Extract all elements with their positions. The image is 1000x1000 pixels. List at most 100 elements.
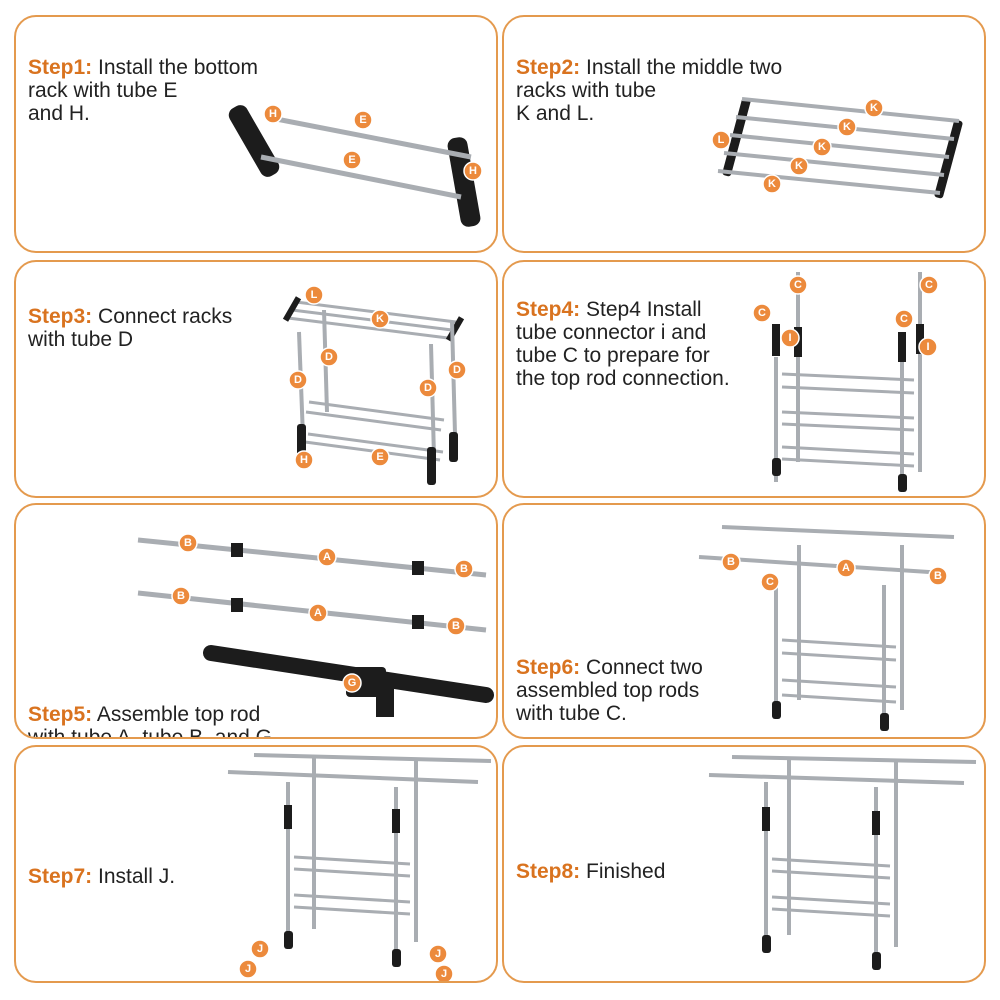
badge-E: E	[370, 447, 390, 467]
step-8-label: Step8:	[516, 860, 581, 883]
step-4-label: Step4:	[516, 298, 581, 321]
svg-text:D: D	[294, 374, 302, 386]
badge-B: B	[721, 552, 741, 572]
svg-text:H: H	[300, 454, 308, 466]
svg-text:B: B	[460, 563, 468, 575]
step-8-caption: Step8: Finished	[516, 837, 716, 883]
svg-text:L: L	[311, 289, 318, 301]
svg-text:C: C	[925, 279, 933, 291]
badge-J: J	[434, 964, 454, 981]
svg-text:J: J	[441, 968, 447, 980]
badge-A: A	[836, 558, 856, 578]
step-3-caption: Step3: Connect racks with tube D	[28, 282, 288, 351]
svg-text:K: K	[818, 141, 826, 153]
connect-top-rods-illustration: B A B C	[698, 525, 955, 731]
svg-text:K: K	[843, 121, 851, 133]
svg-text:C: C	[758, 307, 766, 319]
badge-K: K	[864, 98, 884, 118]
tube-connector-illustration: C C C C I I	[752, 272, 939, 492]
badge-J: J	[238, 959, 258, 979]
svg-text:J: J	[257, 943, 263, 955]
svg-text:I: I	[926, 341, 929, 353]
badge-H: H	[294, 450, 314, 470]
badge-K: K	[370, 309, 390, 329]
svg-text:K: K	[870, 102, 878, 114]
step-5-label: Step5:	[28, 703, 93, 726]
badge-B: B	[454, 559, 474, 579]
badge-D: D	[288, 370, 308, 390]
badge-A: A	[308, 603, 328, 623]
svg-text:E: E	[348, 154, 355, 166]
step-6-panel: Step6: Connect two assembled top rods wi…	[502, 503, 986, 739]
svg-text:D: D	[325, 351, 333, 363]
step-8-text: Finished	[580, 860, 666, 883]
badge-H: H	[463, 161, 483, 181]
badge-K: K	[762, 174, 782, 194]
badge-B: B	[171, 586, 191, 606]
step-8-panel: Step8: Finished	[502, 745, 986, 983]
svg-text:B: B	[184, 537, 192, 549]
svg-text:J: J	[245, 963, 251, 975]
bottom-rack-illustration: H E E H	[228, 104, 483, 227]
badge-C: C	[894, 309, 914, 329]
svg-text:B: B	[177, 590, 185, 602]
step-1-text: Install the bottom rack with tube E and …	[28, 56, 258, 125]
svg-text:E: E	[359, 114, 366, 126]
step-2-label: Step2:	[516, 56, 581, 79]
badge-C: C	[919, 275, 939, 295]
badge-A: A	[317, 547, 337, 567]
badge-L: L	[304, 285, 324, 305]
svg-text:A: A	[314, 607, 322, 619]
svg-text:L: L	[718, 134, 725, 146]
svg-text:C: C	[766, 576, 774, 588]
install-j-illustration: J J J J	[227, 753, 492, 981]
step-7-text: Install J.	[92, 865, 176, 888]
svg-text:D: D	[453, 364, 461, 376]
step-2-panel: Step2: Install the middle two racks with…	[502, 15, 986, 253]
svg-text:A: A	[842, 562, 850, 574]
step-4-text: Step4 Install tube connector i and tube …	[516, 298, 730, 390]
badge-B: B	[446, 616, 466, 636]
step-3-text: Connect racks with tube D	[28, 305, 233, 351]
svg-text:B: B	[934, 570, 942, 582]
svg-text:K: K	[795, 160, 803, 172]
svg-text:E: E	[376, 451, 383, 463]
svg-text:K: K	[376, 313, 384, 325]
svg-text:B: B	[452, 620, 460, 632]
step-5-text: Assemble top rod with tube A, tube B, an…	[28, 703, 278, 739]
step-1-panel: Step1: Install the bottom rack with tube…	[14, 15, 498, 253]
step-4-caption: Step4: Step4 Install tube connector i an…	[516, 275, 766, 390]
svg-text:D: D	[424, 382, 432, 394]
badge-D: D	[319, 347, 339, 367]
middle-racks-illustration: K K K K K L	[711, 97, 963, 199]
badge-I: I	[780, 328, 800, 348]
step-3-panel: Step3: Connect racks with tube D L K D D…	[14, 260, 498, 498]
badge-E: E	[353, 110, 373, 130]
step-3-label: Step3:	[28, 305, 93, 328]
step-2-text: Install the middle two racks with tube K…	[516, 56, 783, 125]
step-6-caption: Step6: Connect two assembled top rods wi…	[516, 633, 746, 725]
step-7-label: Step7:	[28, 865, 93, 888]
svg-text:J: J	[435, 948, 441, 960]
step-4-panel: Step4: Step4 Install tube connector i an…	[502, 260, 986, 498]
badge-K: K	[812, 137, 832, 157]
badge-K: K	[837, 117, 857, 137]
step-1-label: Step1:	[28, 56, 93, 79]
svg-text:I: I	[788, 332, 791, 344]
badge-C: C	[760, 572, 780, 592]
svg-text:H: H	[469, 165, 477, 177]
svg-text:K: K	[768, 178, 776, 190]
badge-D: D	[418, 378, 438, 398]
svg-text:H: H	[269, 108, 277, 120]
badge-J: J	[428, 944, 448, 964]
svg-text:C: C	[900, 313, 908, 325]
step-2-caption: Step2: Install the middle two racks with…	[516, 33, 836, 125]
step-5-caption: Step5: Assemble top rod with tube A, tub…	[28, 680, 328, 739]
badge-D: D	[447, 360, 467, 380]
badge-C: C	[788, 275, 808, 295]
finished-rack-illustration	[708, 755, 977, 970]
badge-B: B	[928, 566, 948, 586]
badge-I: I	[918, 337, 938, 357]
svg-text:G: G	[348, 677, 357, 689]
step-5-panel: B A B B A B G Step5: Assemble top rod wi…	[14, 503, 498, 739]
